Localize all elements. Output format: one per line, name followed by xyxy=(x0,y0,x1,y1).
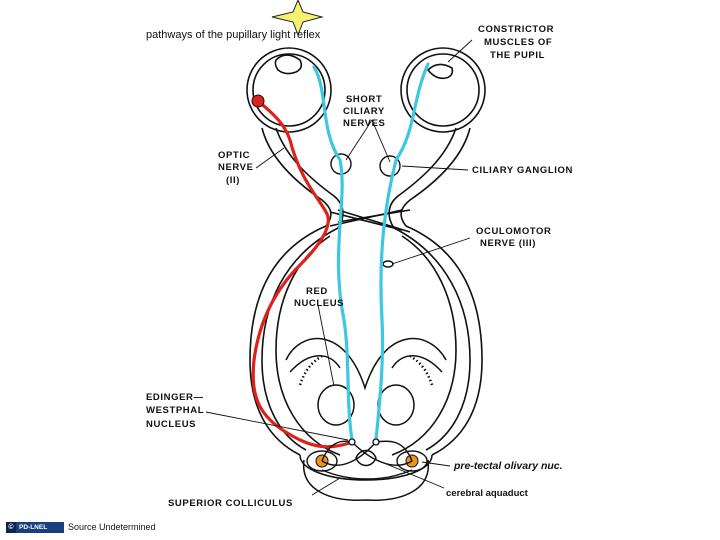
red-nucleus-right xyxy=(377,384,415,426)
ew-nucleus-right xyxy=(372,438,380,446)
svg-text:NERVE: NERVE xyxy=(218,162,254,173)
label-ciliary-ganglion: CILIARY GANGLION xyxy=(472,165,573,176)
efferent-pathways xyxy=(312,62,430,442)
afferent-pathway xyxy=(251,99,354,449)
svg-text:THE PUPIL: THE PUPIL xyxy=(490,50,545,61)
diagram-title: pathways of the pupillary light reflex xyxy=(146,29,321,41)
svg-text:(II): (II) xyxy=(226,175,240,186)
left-eye xyxy=(246,47,332,133)
label-pretectal: pre-tectal olivary nuc. xyxy=(453,460,563,472)
svg-text:SHORT: SHORT xyxy=(346,94,382,105)
svg-text:WESTPHAL: WESTPHAL xyxy=(146,405,204,416)
optic-nerve-outlines xyxy=(261,127,471,233)
label-oculomotor: OCULOMOTOR NERVE (III) xyxy=(476,226,552,249)
svg-text:CILIARY: CILIARY xyxy=(343,106,385,117)
label-constrictor: CONSTRICTOR MUSCLES OF THE PUPIL xyxy=(478,24,554,61)
label-aqueduct: cerebral aquaduct xyxy=(446,488,529,499)
svg-text:RED: RED xyxy=(306,286,328,297)
source-credit: Source Undetermined xyxy=(68,522,156,532)
label-short-ciliary: SHORT CILIARY NERVES xyxy=(343,94,386,129)
red-nucleus-left xyxy=(317,384,355,426)
svg-text:OPTIC: OPTIC xyxy=(218,150,250,161)
footer: © PD-LNEL Source Undetermined xyxy=(6,520,156,534)
svg-text:NUCLEUS: NUCLEUS xyxy=(146,419,196,430)
label-red-nucleus: RED NUCLEUS xyxy=(294,286,344,309)
svg-text:EDINGER—: EDINGER— xyxy=(146,392,204,403)
svg-text:NERVES: NERVES xyxy=(343,118,386,129)
svg-text:CONSTRICTOR: CONSTRICTOR xyxy=(478,24,554,35)
leader-lines xyxy=(205,39,473,496)
svg-text:NUCLEUS: NUCLEUS xyxy=(294,298,344,309)
svg-text:NERVE (III): NERVE (III) xyxy=(480,238,536,249)
svg-text:MUSCLES OF: MUSCLES OF xyxy=(484,37,552,48)
label-optic-nerve: OPTIC NERVE (II) xyxy=(218,150,254,186)
star-icon xyxy=(271,0,324,37)
logo-text: PD-LNEL xyxy=(19,523,48,531)
svg-text:OCULOMOTOR: OCULOMOTOR xyxy=(476,226,552,237)
optic-tracts xyxy=(249,225,483,456)
retina-stimulus-dot xyxy=(251,94,265,108)
copyright-icon: © xyxy=(6,521,16,533)
oculomotor-nerve-mark xyxy=(382,260,394,268)
ew-nucleus-left xyxy=(348,438,356,446)
midbrain xyxy=(285,337,447,501)
right-eye xyxy=(400,47,486,133)
publisher-logo: © PD-LNEL xyxy=(6,521,64,533)
ciliary-ganglion-right xyxy=(379,155,401,177)
label-superior-colliculus: SUPERIOR COLLICULUS xyxy=(168,498,293,509)
label-edinger-westphal: EDINGER— WESTPHAL NUCLEUS xyxy=(146,392,204,430)
